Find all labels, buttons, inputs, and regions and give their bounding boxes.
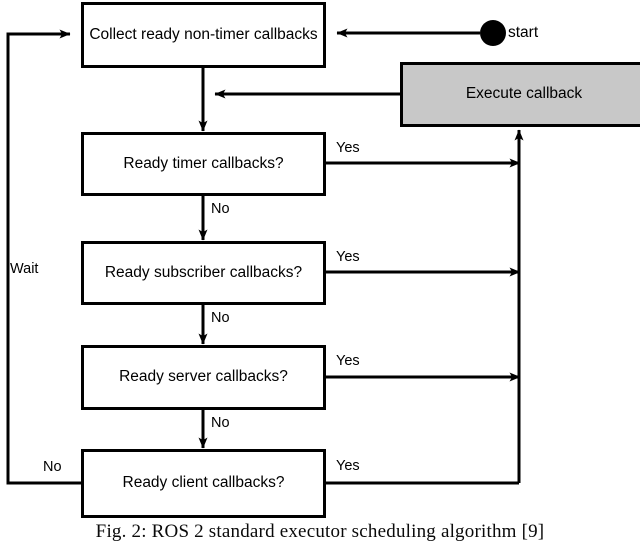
node-client-box bbox=[81, 449, 326, 518]
edge-label-wait: Wait bbox=[10, 261, 39, 277]
start-node-dot bbox=[480, 20, 506, 46]
node-server-box bbox=[81, 345, 326, 410]
node-timer-box bbox=[81, 132, 326, 196]
edge-label-subscriber-yes: Yes bbox=[336, 249, 360, 265]
edge-label-server-no: No bbox=[211, 415, 230, 431]
node-subscriber-box bbox=[81, 241, 326, 305]
edge-label-subscriber-no: No bbox=[211, 310, 230, 326]
figure-caption: Fig. 2: ROS 2 standard executor scheduli… bbox=[95, 521, 545, 542]
edge-label-server-yes: Yes bbox=[336, 353, 360, 369]
edge-label-timer-yes: Yes bbox=[336, 140, 360, 156]
edge-client-no-wait-loop bbox=[6, 29, 82, 485]
node-collect-box bbox=[81, 2, 326, 68]
edge-label-client-yes: Yes bbox=[336, 458, 360, 474]
node-execute-box bbox=[400, 62, 640, 127]
edge-label-timer-no: No bbox=[211, 201, 230, 217]
edge-label-client-no: No bbox=[43, 459, 62, 475]
